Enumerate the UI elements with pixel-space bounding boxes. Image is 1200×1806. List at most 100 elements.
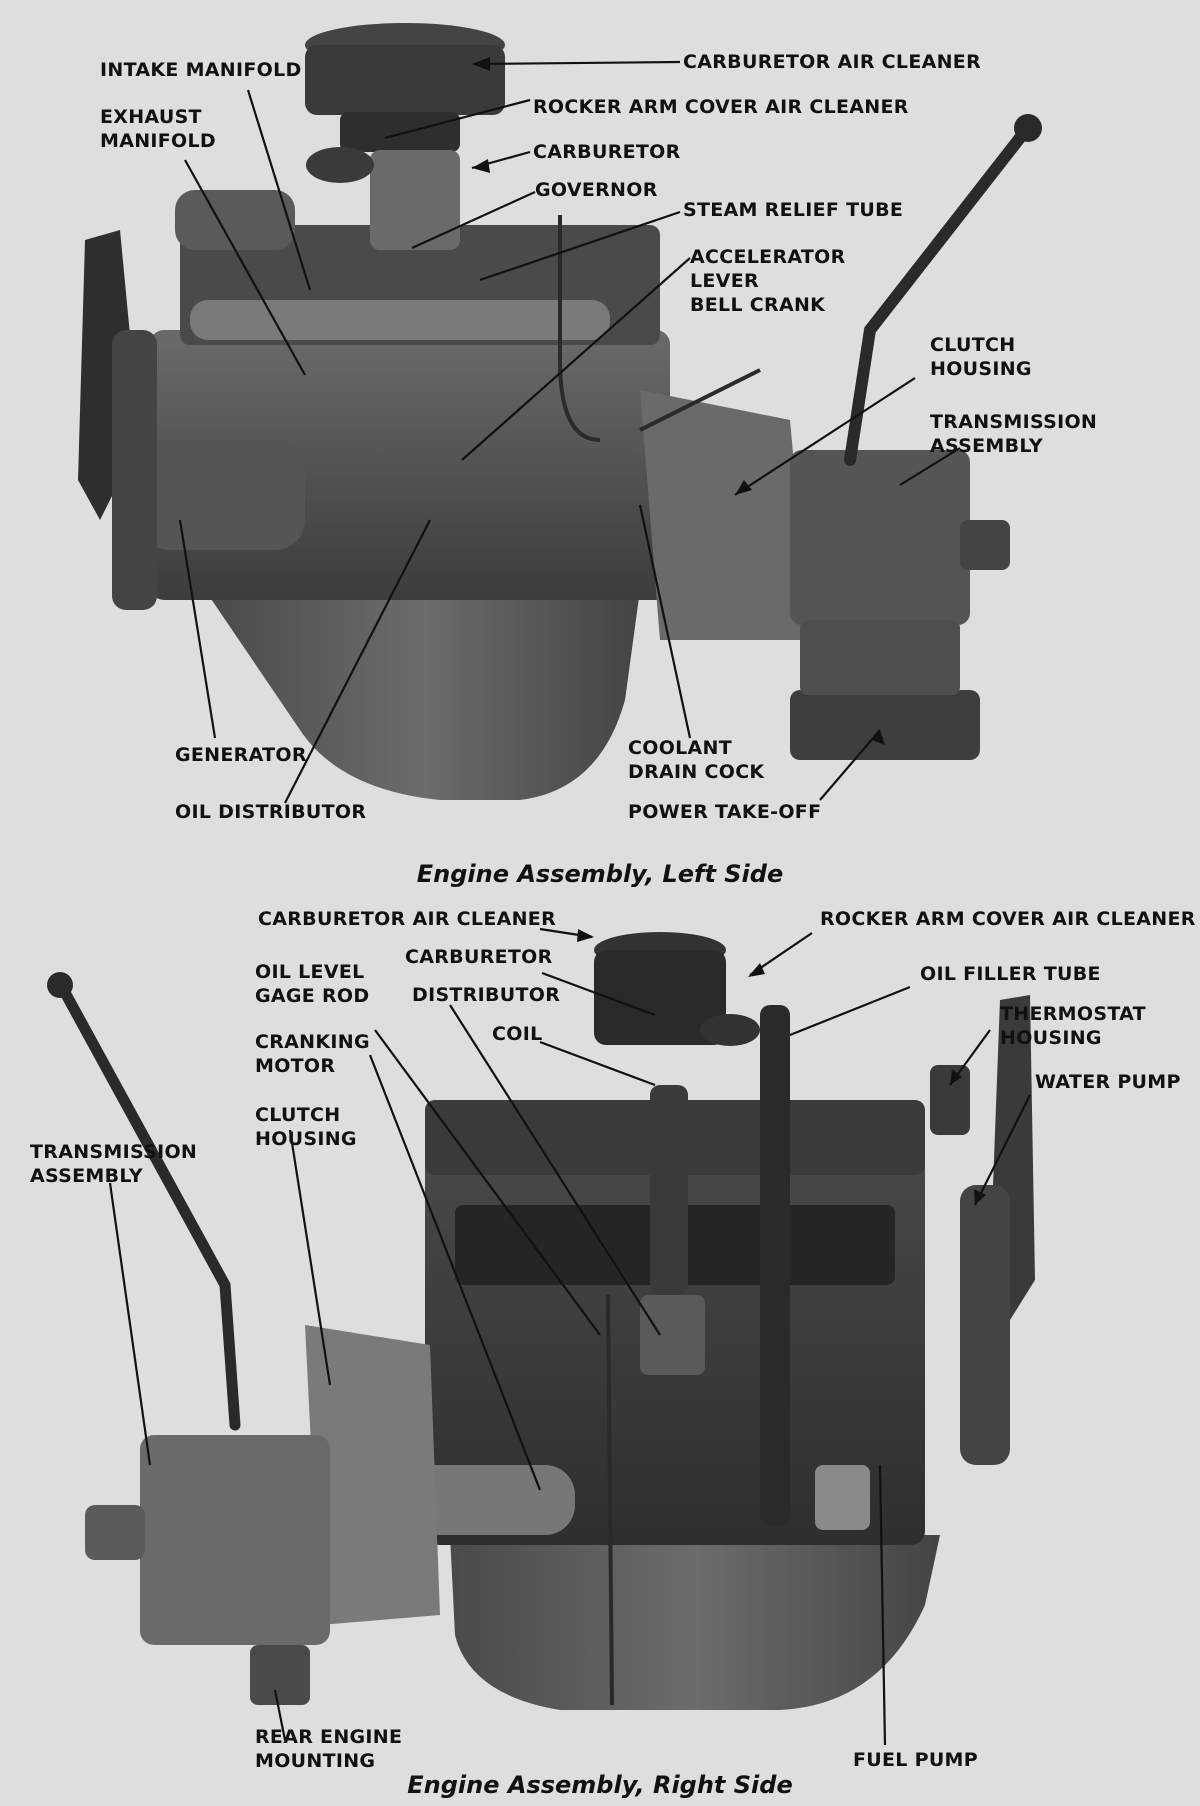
leader-governor	[411, 190, 536, 250]
label-transmission-assembly: TRANSMISSION ASSEMBLY	[930, 410, 1097, 458]
label-transmission-line-1: TRANSMISSION	[930, 411, 1098, 433]
leader-oil-distributor	[284, 519, 431, 804]
engine-right-side-panel: CARBURETOR AIR CLEANER CARBURETOR AIR CL…	[0, 905, 1200, 1806]
timing-cover-shape	[112, 330, 157, 610]
oil-pan-shape-r	[450, 1535, 940, 1710]
distributor-shape	[640, 1295, 705, 1375]
label-oil-distributor: OIL DISTRIBUTOR	[175, 801, 367, 823]
label-clutch-housing-line-2: HOUSING	[930, 358, 1032, 380]
label-transmission-r-line-1: TRANSMISSION	[30, 1141, 198, 1163]
arrowhead-carb-air-cleaner	[472, 57, 490, 71]
label-carburetor: CARBURETOR	[533, 141, 681, 163]
label-rear-engine-mounting-r: REAR ENGINE MOUNTING	[255, 1725, 402, 1773]
label-rocker-arm-cover-air-cleaner-r: ROCKER ARM COVER AIR CLEANER	[820, 908, 1196, 930]
fuel-pump-shape	[815, 1465, 870, 1530]
engine-left-side-panel: INTAKE MANIFOLD EXHAUST MANIFOLD CARBURE…	[0, 0, 1200, 888]
pto-case-shape	[800, 620, 960, 695]
arrowhead-carburetor	[472, 159, 490, 173]
label-coil-r: COIL	[492, 1023, 543, 1045]
transmission-flange-shape	[960, 520, 1010, 570]
air-cleaner-body	[305, 45, 505, 115]
label-thermostat-line-2: HOUSING	[1000, 1027, 1102, 1049]
label-cranking-line-1: CRANKING	[255, 1031, 370, 1053]
caption-left-side: Engine Assembly, Left Side	[416, 860, 784, 888]
label-governor: GOVERNOR	[535, 179, 658, 201]
label-water-pump-r: WATER PUMP	[1035, 1071, 1181, 1093]
label-accelerator-line-2: LEVER	[690, 270, 759, 292]
leader-coil-r	[539, 1040, 656, 1087]
label-cranking-line-2: MOTOR	[255, 1055, 336, 1077]
leader-oil-filler-r	[789, 985, 911, 1037]
leader-coolant-drain	[638, 504, 692, 739]
clutch-housing-shape-r	[305, 1325, 440, 1625]
label-clutch-housing-r: CLUTCH HOUSING	[255, 1103, 357, 1151]
leader-transmission-r	[108, 1182, 152, 1466]
water-pump-shape	[960, 1185, 1010, 1465]
label-exhaust-manifold-line-1: EXHAUST	[100, 106, 202, 128]
leader-accelerator	[461, 257, 691, 461]
leader-steam-relief	[479, 210, 681, 282]
left-leader-lines	[178, 60, 961, 804]
label-coolant-drain-cock: COOLANT DRAIN COCK	[628, 736, 764, 784]
generator-shape	[140, 440, 305, 550]
arrowhead-carb-air-cleaner-r	[577, 929, 594, 942]
transmission-flange-shape-r	[85, 1505, 145, 1560]
arrowhead-thermostat-r	[950, 1069, 962, 1085]
label-clutch-housing: CLUTCH HOUSING	[930, 333, 1032, 381]
label-rear-mount-line-2: MOUNTING	[255, 1750, 376, 1772]
oil-gage-rod-shape	[606, 1294, 614, 1706]
right-leader-lines	[108, 927, 1031, 1746]
arrowhead-clutch-housing	[735, 480, 752, 495]
air-cleaner-body-r	[594, 950, 726, 1045]
leader-cranking-motor-r	[368, 1054, 542, 1491]
leader-water-pump-r	[974, 1094, 1031, 1206]
label-carburetor-air-cleaner: CARBURETOR AIR CLEANER	[683, 51, 982, 73]
label-transmission-assembly-r: TRANSMISSION ASSEMBLY	[30, 1140, 197, 1188]
steam-relief-tube-shape	[558, 215, 601, 442]
leader-rear-mount-r	[273, 1689, 287, 1741]
label-cranking-motor-r: CRANKING MOTOR	[255, 1030, 370, 1078]
label-accelerator-line-1: ACCELERATOR	[690, 246, 846, 268]
engine-right-side-illustration	[47, 927, 1035, 1746]
leader-carburetor-r	[541, 971, 656, 1017]
label-coolant-line-1: COOLANT	[628, 737, 733, 759]
leader-transmission	[899, 447, 961, 486]
leader-carb-air-cleaner	[474, 60, 681, 66]
leader-exhaust-manifold	[184, 159, 306, 376]
label-fuel-pump-r: FUEL PUMP	[853, 1749, 978, 1771]
air-cleaner-base	[340, 112, 460, 152]
shift-knob-shape	[1014, 114, 1042, 142]
oil-filler-tube-shape	[760, 1005, 790, 1525]
label-coolant-line-2: DRAIN COCK	[628, 761, 765, 783]
label-transmission-line-2: ASSEMBLY	[930, 435, 1043, 457]
leader-oil-gage-r	[374, 1029, 601, 1336]
accelerator-rod-shape	[639, 368, 761, 432]
rocker-air-cleaner-shape	[306, 147, 374, 183]
leader-distributor-r	[449, 1004, 661, 1336]
label-oil-level-line-2: GAGE ROD	[255, 985, 370, 1007]
label-power-take-off: POWER TAKE-OFF	[628, 801, 822, 823]
clutch-housing-shape	[640, 390, 810, 640]
leader-generator	[178, 519, 217, 739]
label-rear-mount-line-1: REAR ENGINE	[255, 1726, 403, 1748]
oil-pan-shape	[205, 590, 640, 800]
left-arrowheads	[472, 57, 885, 745]
transmission-shape-r	[140, 1435, 330, 1645]
label-intake-manifold: INTAKE MANIFOLD	[100, 59, 302, 81]
label-accelerator-line-3: BELL CRANK	[690, 294, 826, 316]
pto-shape	[790, 690, 980, 760]
carburetor-body	[370, 150, 460, 250]
caption-right-side: Engine Assembly, Right Side	[407, 1771, 793, 1799]
leader-rocker-air-cleaner	[384, 98, 531, 140]
engine-right-side-drawing	[47, 932, 1035, 1710]
label-accelerator-lever-bell-crank: ACCELERATOR LEVER BELL CRANK	[690, 245, 846, 317]
label-clutch-r-line-1: CLUTCH	[255, 1104, 341, 1126]
leader-clutch-housing	[734, 377, 916, 496]
label-oil-level-line-1: OIL LEVEL	[255, 961, 365, 983]
label-steam-relief-tube: STEAM RELIEF TUBE	[683, 199, 904, 221]
label-clutch-r-line-2: HOUSING	[255, 1128, 357, 1150]
arrowhead-water-pump-r	[974, 1189, 986, 1205]
rocker-air-cleaner-shape-r	[700, 1014, 760, 1046]
transmission-shape	[790, 450, 970, 625]
label-carburetor-air-cleaner-right: CARBURETOR AIR CLEANER	[258, 908, 557, 930]
